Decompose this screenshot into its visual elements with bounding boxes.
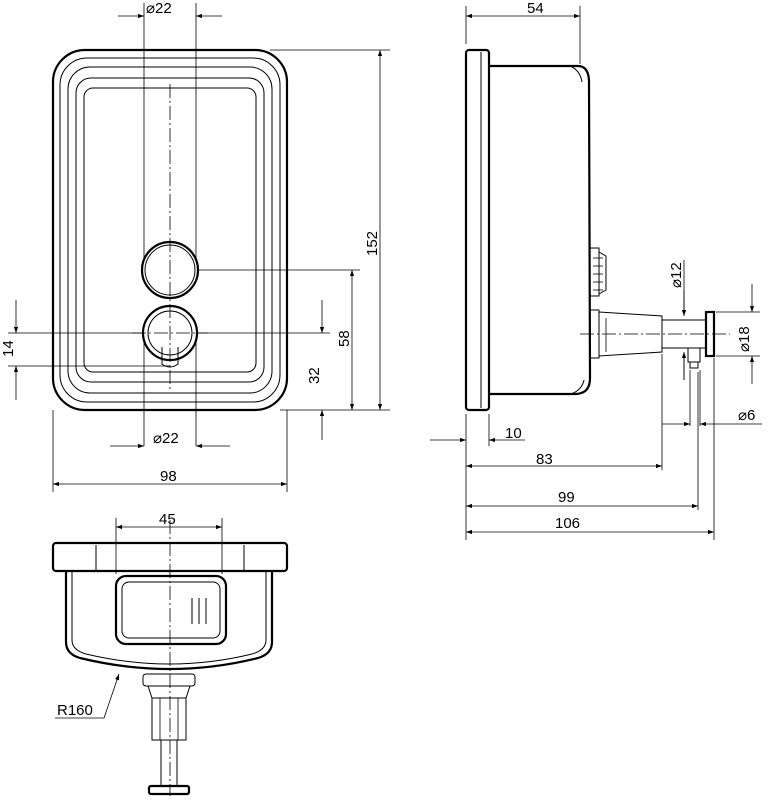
wall-plate [464, 48, 491, 412]
bottom-view: 45 R160 [51, 511, 289, 796]
dim-depth-to-tip: 99 [558, 489, 575, 506]
dim-depth-to-nozzle: 83 [536, 451, 553, 468]
dim-nozzle-offset: 14 [0, 340, 17, 357]
dim-flange-diameter: ⌀18 [736, 326, 753, 352]
bottom-window [114, 574, 228, 646]
dim-radius: R160 [57, 702, 93, 719]
bottom-body [64, 571, 274, 671]
dim-tip-diameter: ⌀6 [738, 407, 755, 424]
dim-overall-depth: 106 [555, 515, 580, 532]
dim-nozzle-height: 32 [306, 367, 323, 384]
bottom-outlet [142, 673, 196, 687]
dim-button-diameter: ⌀22 [146, 0, 172, 17]
front-outer-outline [51, 48, 289, 412]
dim-button-height: 58 [336, 330, 353, 347]
front-view: ⌀22 ⌀22 98 152 58 32 14 [0, 0, 390, 492]
dim-plate-thickness: 10 [505, 425, 522, 442]
dim-width: 98 [160, 468, 177, 485]
side-body [489, 64, 592, 396]
dim-height: 152 [364, 231, 381, 256]
dim-nozzle-diameter-side: ⌀12 [668, 262, 685, 288]
dim-window-width: 45 [159, 511, 176, 528]
dim-depth: 54 [527, 0, 544, 17]
nozzle-body [598, 311, 663, 357]
side-view: 54 10 83 99 106 ⌀12 ⌀18 ⌀6 [430, 0, 762, 540]
dim-nozzle-diameter: ⌀22 [153, 430, 179, 447]
